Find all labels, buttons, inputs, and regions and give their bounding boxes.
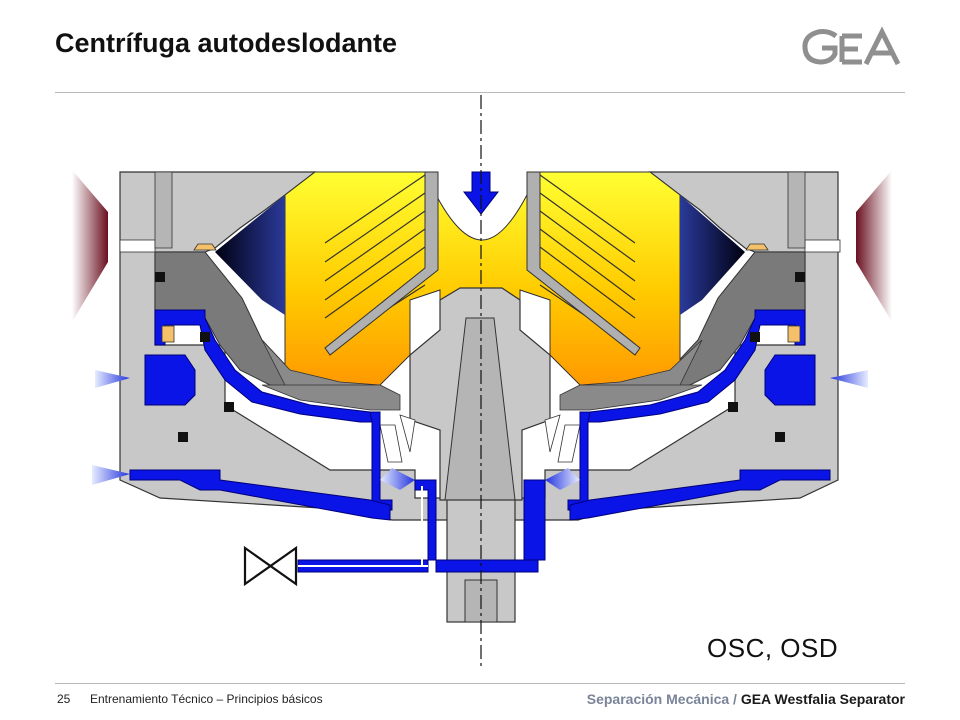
company-name: GEA Westfalia Separator bbox=[740, 691, 905, 707]
self-cleaning-centrifuge-diagram bbox=[72, 95, 892, 668]
left-operating-water bbox=[129, 309, 539, 573]
left-ejection-spray bbox=[72, 170, 108, 322]
gea-logo bbox=[802, 26, 901, 66]
left-water-jet-upper bbox=[95, 370, 130, 388]
footer-branding: Separación Mecánica / GEA Westfalia Sepa… bbox=[587, 691, 905, 707]
left-water-jet-lower bbox=[92, 465, 130, 485]
footer-rule bbox=[55, 683, 905, 684]
right-nozzle-jet bbox=[545, 468, 580, 490]
model-label: OSC, OSD bbox=[707, 633, 839, 663]
right-water-jet bbox=[830, 370, 868, 388]
feed-arrow bbox=[462, 171, 500, 215]
left-nozzle-jet bbox=[380, 468, 415, 490]
page-number: 25 bbox=[57, 692, 71, 706]
section-name: Separación Mecánica / bbox=[586, 691, 737, 707]
right-ejection-spray bbox=[856, 170, 892, 322]
header-rule bbox=[55, 92, 905, 93]
right-operating-water bbox=[523, 309, 831, 561]
valve-icon[interactable] bbox=[243, 545, 298, 587]
left-sludge-space bbox=[215, 195, 285, 315]
right-sludge-space bbox=[680, 195, 745, 315]
course-name: Entrenamiento Técnico – Principios básic… bbox=[90, 692, 323, 706]
page-title: Centrífuga autodeslodante bbox=[55, 28, 398, 58]
